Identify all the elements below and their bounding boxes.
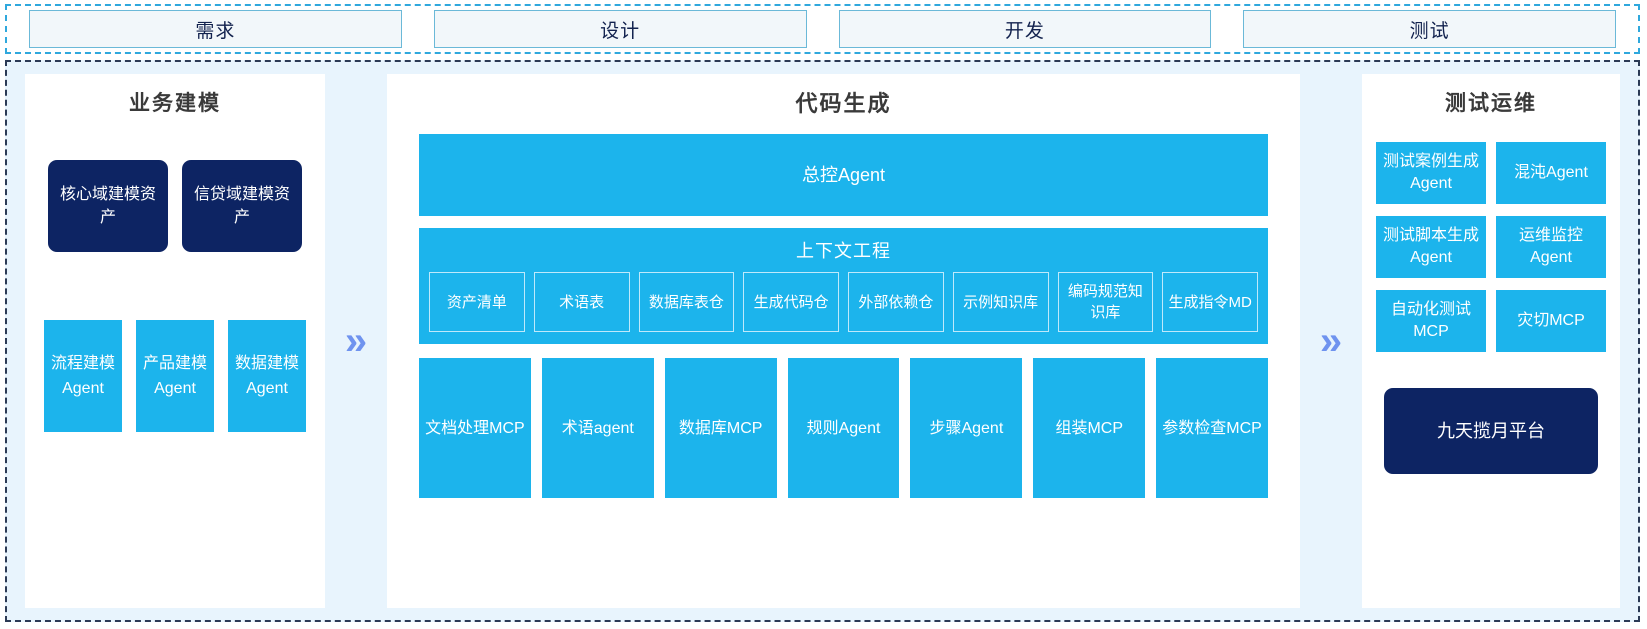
context-item-external-dependency-repo[interactable]: 外部依赖仓	[848, 272, 944, 332]
business-agents-group: 流程建模Agent 产品建模Agent 数据建模Agent	[39, 320, 311, 432]
context-engineering-title: 上下文工程	[796, 241, 891, 261]
panel-test-operations: 测试运维 测试案例生成Agent 混沌Agent 测试脚本生成Agent 运维监…	[1362, 74, 1620, 608]
test-item-label: 运维监控Agent	[1518, 227, 1583, 266]
context-item-generation-instruction-md[interactable]: 生成指令MD	[1162, 272, 1258, 332]
phase-box-requirements[interactable]: 需求	[29, 10, 402, 48]
platform-label: 九天揽月平台	[1437, 420, 1545, 441]
ops-monitoring-agent[interactable]: 运维监控Agent	[1496, 216, 1606, 278]
master-control-agent-bar[interactable]: 总控Agent	[419, 134, 1268, 216]
context-item-glossary[interactable]: 术语表	[533, 272, 630, 332]
business-assets-group: 核心域建模资产 信贷域建模资产	[39, 160, 311, 252]
agent-label: 流程建模Agent	[50, 355, 115, 397]
phase-label: 需求	[195, 20, 236, 42]
flow-arrow-business-to-code: »	[325, 74, 387, 608]
jiutian-lanyue-platform[interactable]: 九天揽月平台	[1384, 388, 1598, 474]
tool-label: 规则Agent	[806, 419, 881, 437]
test-operations-grid: 测试案例生成Agent 混沌Agent 测试脚本生成Agent 运维监控Agen…	[1376, 142, 1606, 352]
test-script-generation-agent[interactable]: 测试脚本生成Agent	[1376, 216, 1486, 278]
panel-title-code-generation: 代码生成	[795, 91, 892, 116]
context-items-row: 资产清单 术语表 数据库表仓 生成代码仓 外部依赖仓 示例知识库	[429, 272, 1258, 332]
panel-title-business-modeling: 业务建模	[129, 92, 221, 115]
context-item-label: 术语表	[559, 293, 605, 311]
flow-arrow-code-to-test: »	[1300, 74, 1362, 608]
test-item-label: 测试案例生成Agent	[1382, 153, 1479, 192]
context-item-label: 编码规范知识库	[1067, 283, 1143, 321]
phase-box-development[interactable]: 开发	[838, 10, 1212, 48]
double-chevron-right-icon: »	[344, 319, 368, 363]
automated-test-mcp[interactable]: 自动化测试MCP	[1376, 290, 1486, 352]
master-control-agent-label: 总控Agent	[801, 164, 886, 185]
context-item-label: 生成指令MD	[1168, 293, 1252, 311]
phase-label: 开发	[1004, 20, 1045, 42]
asset-label: 核心域建模资产	[59, 186, 156, 226]
agent-label: 产品建模Agent	[142, 355, 207, 397]
tool-label: 文档处理MCP	[425, 419, 525, 437]
context-item-db-table-repo[interactable]: 数据库表仓	[638, 272, 735, 332]
tool-glossary-agent[interactable]: 术语agent	[541, 358, 654, 498]
agent-data-modeling[interactable]: 数据建模Agent	[228, 320, 306, 432]
panel-title-test-operations: 测试运维	[1445, 92, 1537, 115]
test-item-label: 混沌Agent	[1514, 164, 1588, 181]
context-item-label: 生成代码仓	[753, 293, 829, 311]
asset-core-domain-modeling[interactable]: 核心域建模资产	[48, 160, 168, 252]
agent-label: 数据建模Agent	[234, 355, 299, 397]
phase-strip: 需求 设计 开发 测试	[5, 4, 1640, 54]
context-engineering-block: 上下文工程 资产清单 术语表 数据库表仓 生成代码仓 外部依赖仓 示	[419, 228, 1268, 344]
phase-label: 测试	[1409, 20, 1450, 42]
asset-label: 信贷域建模资产	[193, 186, 290, 226]
panel-code-generation: 代码生成 总控Agent 上下文工程 资产清单 术语表 数据库表仓 生成代码仓	[387, 74, 1300, 608]
test-case-generation-agent[interactable]: 测试案例生成Agent	[1376, 142, 1486, 204]
panel-business-modeling: 业务建模 核心域建模资产 信贷域建模资产 流程建模Agent 产品建模Agent…	[25, 74, 325, 608]
asset-credit-domain-modeling[interactable]: 信贷域建模资产	[182, 160, 302, 252]
code-generation-tools-row: 文档处理MCP 术语agent 数据库MCP 规则Agent 步骤Agent 组…	[419, 358, 1269, 498]
tool-document-processing-mcp[interactable]: 文档处理MCP	[419, 358, 531, 498]
double-chevron-right-icon: »	[1319, 319, 1343, 363]
tool-database-mcp[interactable]: 数据库MCP	[664, 358, 777, 498]
tool-assembly-mcp[interactable]: 组装MCP	[1033, 358, 1146, 498]
phase-box-design[interactable]: 设计	[433, 10, 807, 48]
agent-product-modeling[interactable]: 产品建模Agent	[136, 320, 214, 432]
test-item-label: 灾切MCP	[1517, 312, 1585, 329]
context-item-asset-inventory[interactable]: 资产清单	[429, 272, 525, 332]
tool-step-agent[interactable]: 步骤Agent	[910, 358, 1023, 498]
test-item-label: 测试脚本生成Agent	[1382, 227, 1479, 266]
tool-label: 步骤Agent	[929, 419, 1004, 437]
agent-process-modeling[interactable]: 流程建模Agent	[44, 320, 122, 432]
tool-parameter-check-mcp[interactable]: 参数检查MCP	[1156, 358, 1269, 498]
phase-box-testing[interactable]: 测试	[1243, 10, 1616, 48]
context-item-label: 示例知识库	[963, 293, 1039, 311]
context-item-label: 外部依赖仓	[858, 293, 934, 311]
context-item-example-knowledge-base[interactable]: 示例知识库	[952, 272, 1049, 332]
tool-rule-agent[interactable]: 规则Agent	[787, 358, 900, 498]
context-item-label: 数据库表仓	[648, 293, 724, 311]
phase-label: 设计	[600, 20, 641, 42]
chaos-agent[interactable]: 混沌Agent	[1496, 142, 1606, 204]
disaster-recovery-mcp[interactable]: 灾切MCP	[1496, 290, 1606, 352]
context-item-generated-code-repo[interactable]: 生成代码仓	[743, 272, 839, 332]
test-item-label: 自动化测试MCP	[1390, 301, 1471, 340]
tool-label: 术语agent	[561, 419, 634, 437]
tool-label: 组装MCP	[1055, 419, 1123, 437]
context-item-coding-standard-knowledge-base[interactable]: 编码规范知识库	[1057, 272, 1154, 332]
tool-label: 参数检查MCP	[1162, 419, 1262, 437]
architecture-diagram-frame: 业务建模 核心域建模资产 信贷域建模资产 流程建模Agent 产品建模Agent…	[5, 60, 1640, 622]
tool-label: 数据库MCP	[678, 419, 763, 437]
context-item-label: 资产清单	[446, 293, 507, 311]
